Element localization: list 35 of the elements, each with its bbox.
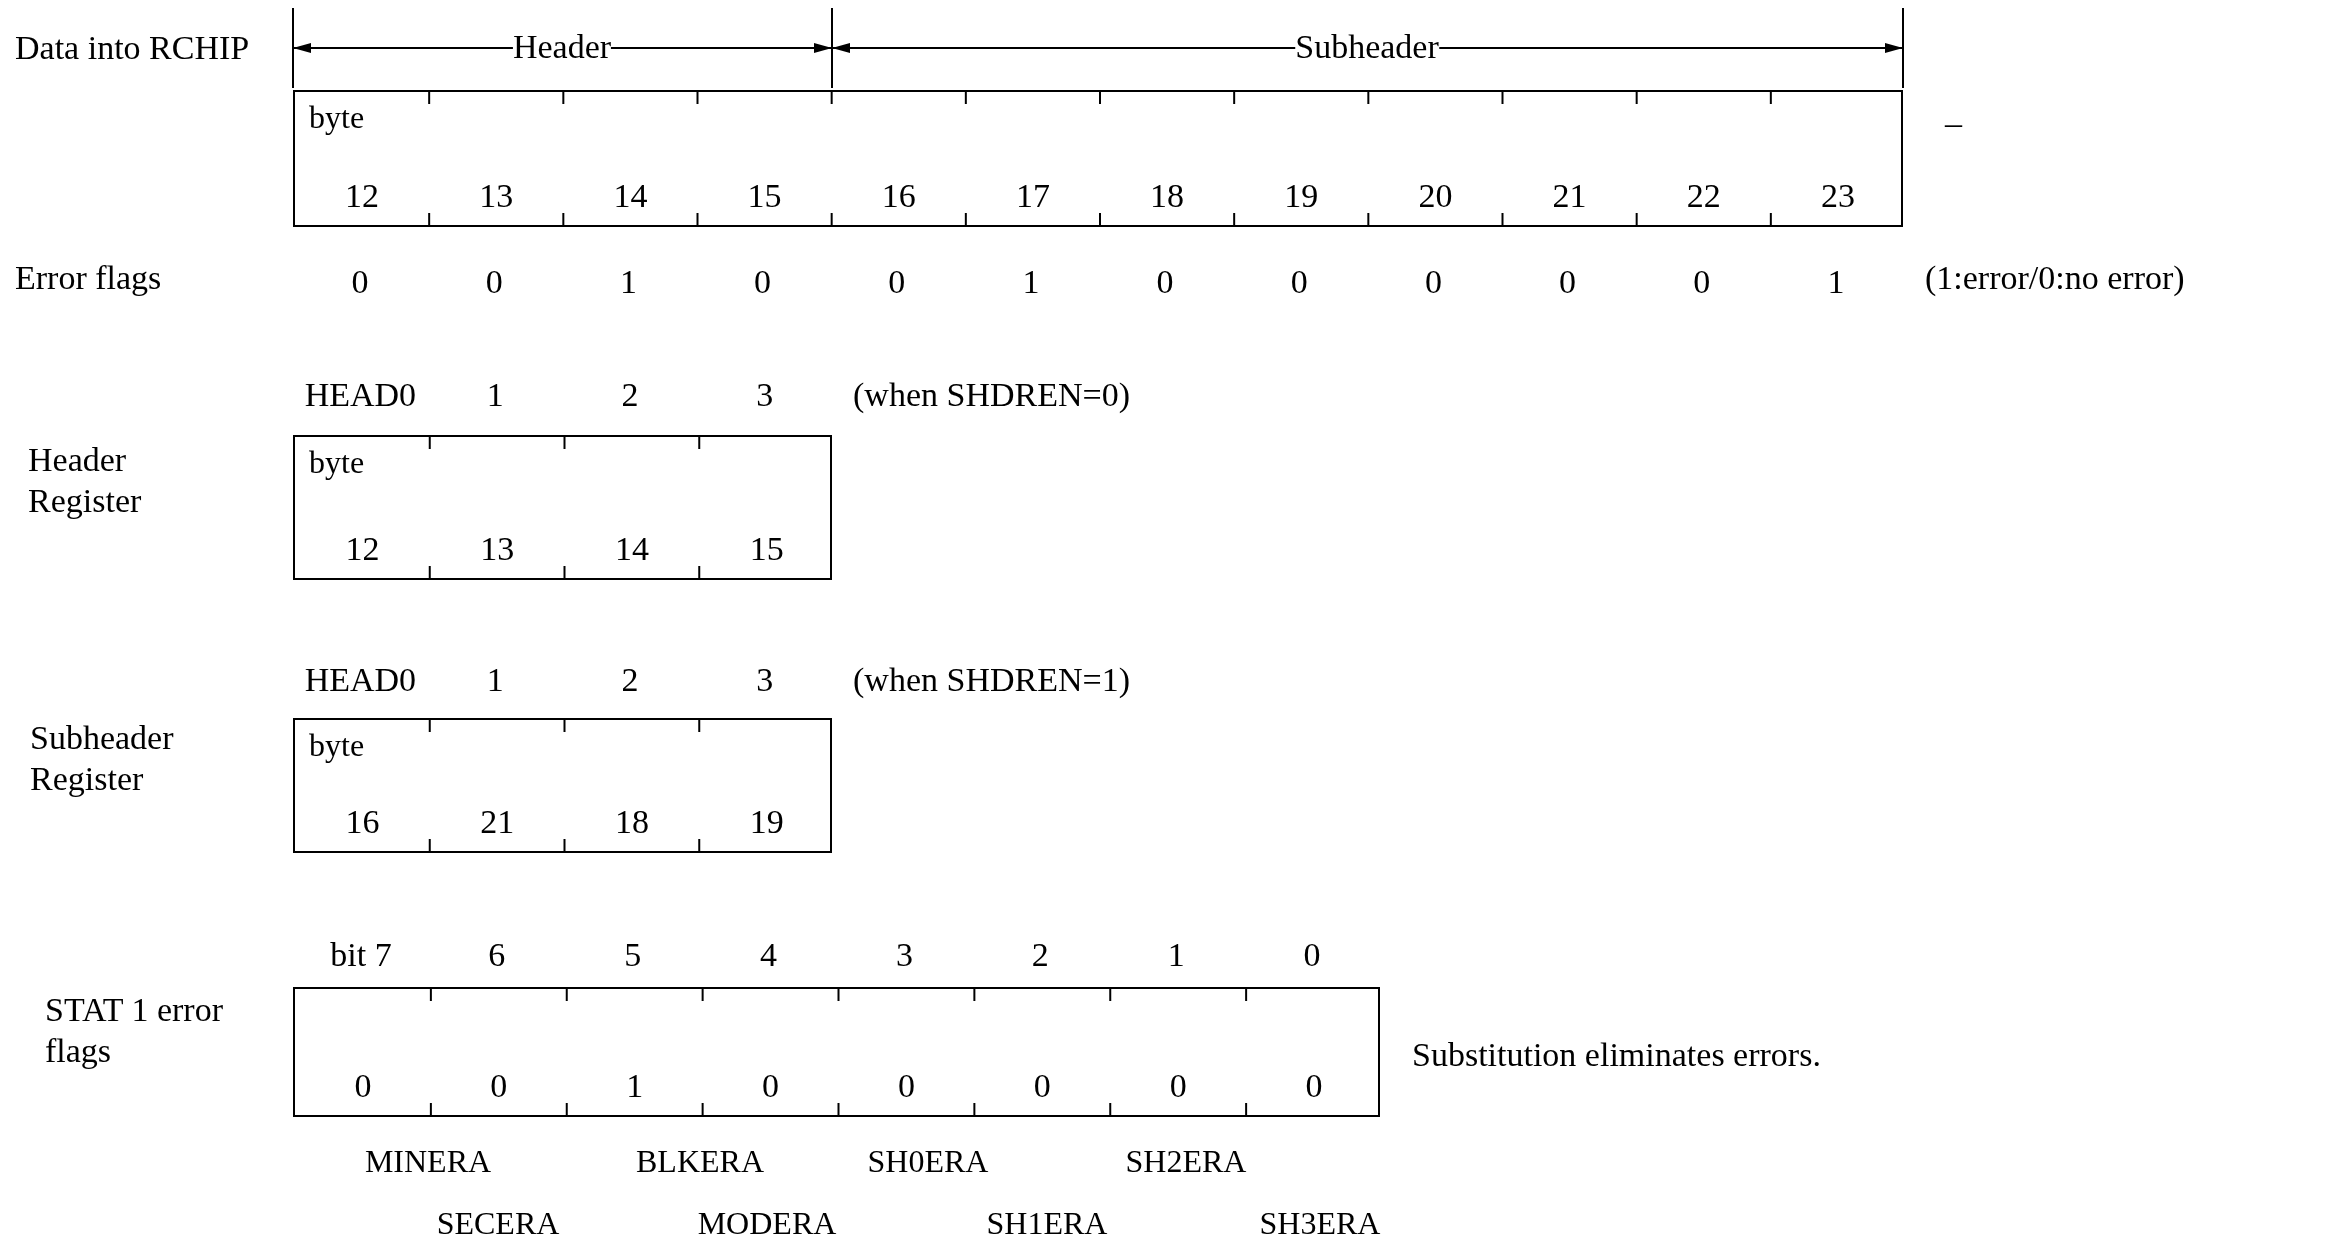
byte-number: 15 — [749, 529, 784, 570]
flag-value: 0 — [490, 1066, 508, 1107]
byte-label: byte — [309, 98, 365, 137]
byte-number: 15 — [747, 176, 782, 217]
flag-value: 0 — [762, 1066, 780, 1107]
byte-label: byte — [309, 726, 365, 765]
byte-number: 23 — [1820, 176, 1855, 217]
byte-number: 18 — [614, 802, 649, 843]
register-box — [293, 90, 1903, 227]
byte-number: 20 — [1418, 176, 1453, 217]
byte-number: 22 — [1686, 176, 1721, 217]
byte-number: 16 — [345, 802, 380, 843]
byte-number: 12 — [345, 176, 380, 217]
byte-number: 21 — [1552, 176, 1587, 217]
flag-value: 1 — [626, 1066, 644, 1107]
flag-value: 0 — [1305, 1066, 1323, 1107]
byte-number: 18 — [1150, 176, 1185, 217]
flag-value: 0 — [1033, 1066, 1051, 1107]
flag-value: 0 — [897, 1066, 915, 1107]
register-box — [293, 435, 832, 580]
byte-number: 12 — [345, 529, 380, 570]
byte-number: 14 — [613, 176, 648, 217]
byte-number: 16 — [881, 176, 916, 217]
byte-number: 17 — [1015, 176, 1050, 217]
register-box — [293, 987, 1380, 1117]
byte-number: 19 — [749, 802, 784, 843]
byte-number: 13 — [480, 529, 515, 570]
flag-value: 0 — [354, 1066, 372, 1107]
byte-number: 21 — [480, 802, 515, 843]
byte-number: 14 — [614, 529, 649, 570]
byte-number: 19 — [1284, 176, 1319, 217]
byte-number: 13 — [479, 176, 514, 217]
register-box — [293, 718, 832, 853]
flag-value: 0 — [1169, 1066, 1187, 1107]
byte-label: byte — [309, 443, 365, 482]
